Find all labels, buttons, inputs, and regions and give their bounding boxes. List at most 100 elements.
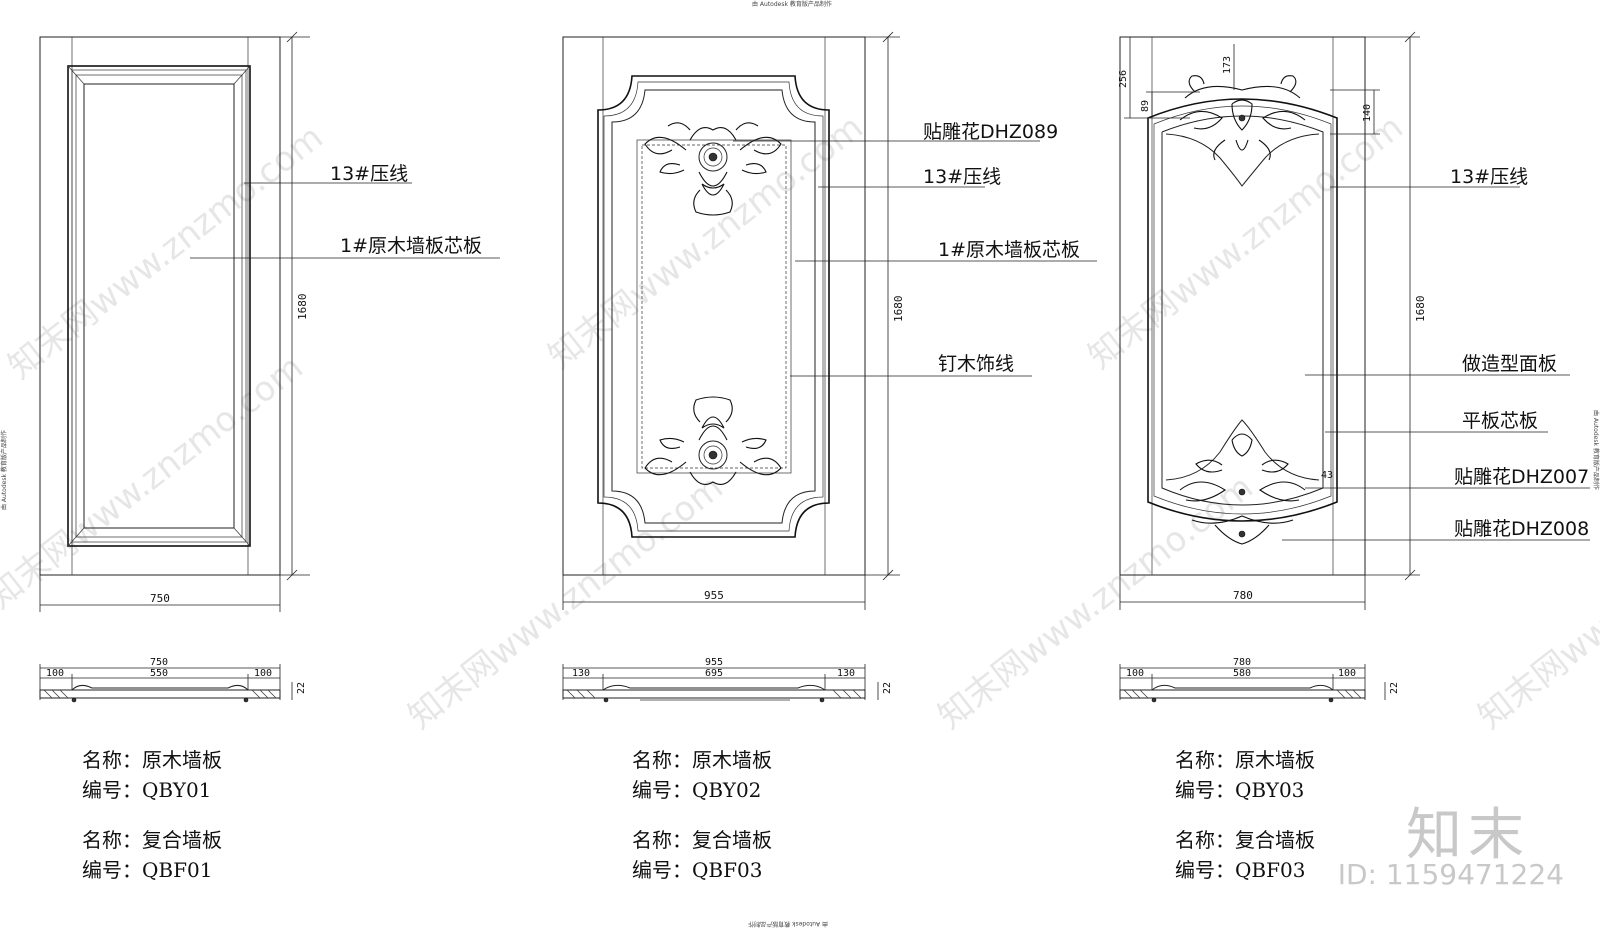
callout-shaped-face: 做造型面板 — [1462, 353, 1557, 375]
brand-logo: 知末 — [1406, 803, 1530, 868]
callout-wood-trim: 钉木饰线 — [938, 353, 1014, 375]
info-row: 编号：QBF03 — [632, 855, 772, 885]
carving-bottom — [644, 396, 782, 485]
info-row: 编号：QBY03 — [1175, 775, 1315, 805]
sec-thick: 22 — [296, 682, 307, 694]
watermark: 知末网www.znzmo.com — [1, 117, 331, 387]
info-value: 原木墙板 — [692, 748, 772, 772]
info-value: 原木墙板 — [142, 748, 222, 772]
info-row: 编号：QBF03 — [1175, 855, 1315, 885]
panel1-info: 名称：原木墙板 编号：QBY01 名称：复合墙板 编号：QBF01 — [82, 745, 222, 885]
callout-13-molding: 13#压线 — [1450, 166, 1528, 188]
sec-center: 580 — [1233, 668, 1251, 679]
info-row: 名称：原木墙板 — [1175, 745, 1315, 775]
info-row: 编号：QBY01 — [82, 775, 222, 805]
info-value: 复合墙板 — [1235, 828, 1315, 852]
dim-width: 780 — [1233, 589, 1253, 602]
sec-total: 750 — [150, 657, 168, 668]
footer-note: 由 Autodesk 教育版产品制作 — [748, 920, 828, 928]
callout-13-molding: 13#压线 — [923, 166, 1001, 188]
sec-thick: 22 — [882, 682, 893, 694]
info-row: 编号：QBF01 — [82, 855, 222, 885]
info-value: QBF03 — [1235, 858, 1306, 882]
header-note: 由 Autodesk 教育版产品制作 — [752, 0, 832, 8]
dim-width: 955 — [704, 589, 724, 602]
info-label: 编号： — [1175, 858, 1235, 882]
dim-small-43: 43 — [1321, 470, 1333, 481]
watermark: 知末网www.znzmo.com — [0, 347, 311, 617]
info-label: 名称： — [1175, 748, 1235, 772]
panel3-section: 780 100 580 100 22 — [1119, 657, 1400, 703]
panel3-callouts: 13#压线 做造型面板 平板芯板 贴雕花DHZ007 贴雕花DHZ008 — [1282, 166, 1590, 541]
info-value: 复合墙板 — [692, 828, 772, 852]
sec-total: 780 — [1233, 657, 1251, 668]
info-label: 编号： — [1175, 778, 1235, 802]
carving-top — [644, 122, 782, 216]
watermark: 知末网www.znzmo.com — [541, 107, 871, 377]
side-note-left: 由 Autodesk 教育版产品制作 — [0, 430, 8, 510]
callout-core-panel: 1#原木墙板芯板 — [938, 239, 1080, 261]
callout-core-panel: 1#原木墙板芯板 — [340, 235, 482, 257]
sec-center: 550 — [150, 668, 168, 679]
dim-top-140: 140 — [1362, 104, 1373, 122]
dim-height: 1680 — [296, 294, 309, 321]
info-value: QBY01 — [142, 778, 212, 802]
watermark-group: 知末网www.znzmo.com 知末网www.znzmo.com 知末网www… — [0, 107, 1600, 737]
side-note-right: 由 Autodesk 教育版产品制作 — [1592, 410, 1600, 490]
watermark: 知末网www.znzmo.com — [1471, 467, 1600, 737]
panel2-dimensions: 1680 955 — [562, 31, 905, 610]
sec-left: 100 — [1126, 668, 1144, 679]
sec-right: 130 — [837, 668, 855, 679]
info-row: 编号：QBY02 — [632, 775, 772, 805]
info-value: 原木墙板 — [1235, 748, 1315, 772]
panel3-elevation — [1119, 36, 1366, 576]
info-label: 编号： — [82, 778, 142, 802]
info-value: 复合墙板 — [142, 828, 222, 852]
sec-total: 955 — [705, 657, 723, 668]
panel3-dimensions: 1680 780 256 89 173 140 43 — [1118, 31, 1427, 610]
dim-top-173: 173 — [1222, 56, 1233, 74]
panel2-info: 名称：原木墙板 编号：QBY02 名称：复合墙板 编号：QBF03 — [632, 745, 772, 885]
sec-right: 100 — [254, 668, 272, 679]
info-label: 名称： — [1175, 828, 1235, 852]
sec-center: 695 — [705, 668, 723, 679]
info-row: 名称：复合墙板 — [82, 825, 222, 855]
info-row: 名称：原木墙板 — [632, 745, 772, 775]
info-label: 编号： — [632, 778, 692, 802]
panel2-section: 955 130 695 130 22 — [562, 657, 893, 703]
info-row: 名称：复合墙板 — [632, 825, 772, 855]
info-label: 名称： — [632, 748, 692, 772]
callout-carving-dhz008: 贴雕花DHZ008 — [1454, 518, 1589, 540]
info-label: 名称： — [82, 828, 142, 852]
info-label: 名称： — [82, 748, 142, 772]
info-label: 编号： — [82, 858, 142, 882]
info-value: QBY02 — [692, 778, 762, 802]
dim-width: 750 — [150, 592, 170, 605]
panel1-callouts: 13#压线 1#原木墙板芯板 — [190, 163, 500, 259]
carving-bottom — [1179, 433, 1306, 545]
watermark: 知末网www.znzmo.com — [1081, 107, 1411, 377]
dim-top-256: 256 — [1118, 70, 1129, 88]
info-label: 编号： — [632, 858, 692, 882]
info-value: QBF03 — [692, 858, 763, 882]
image-id-label: ID: 1159471224 — [1337, 858, 1564, 891]
sec-thick: 22 — [1389, 682, 1400, 694]
panel3-info: 名称：原木墙板 编号：QBY03 名称：复合墙板 编号：QBF03 — [1175, 745, 1315, 885]
sec-right: 100 — [1338, 668, 1356, 679]
info-value: QBF01 — [142, 858, 213, 882]
panel1-elevation — [39, 36, 281, 576]
info-row: 名称：复合墙板 — [1175, 825, 1315, 855]
carving-top — [1179, 75, 1306, 161]
panel1-dimensions: 1680 750 — [39, 31, 310, 612]
info-row: 名称：原木墙板 — [82, 745, 222, 775]
callout-flat-core: 平板芯板 — [1462, 410, 1538, 432]
sec-left: 100 — [46, 668, 64, 679]
callout-carving-dhz007: 贴雕花DHZ007 — [1454, 466, 1589, 488]
dim-top-89: 89 — [1140, 100, 1151, 112]
dim-height: 1680 — [892, 296, 905, 323]
panel2-elevation — [562, 36, 866, 576]
panel2-callouts: 贴雕花DHZ089 13#压线 1#原木墙板芯板 钉木饰线 — [733, 121, 1097, 377]
panel1-section: 750 100 550 100 22 — [39, 657, 307, 703]
dim-height: 1680 — [1414, 296, 1427, 323]
